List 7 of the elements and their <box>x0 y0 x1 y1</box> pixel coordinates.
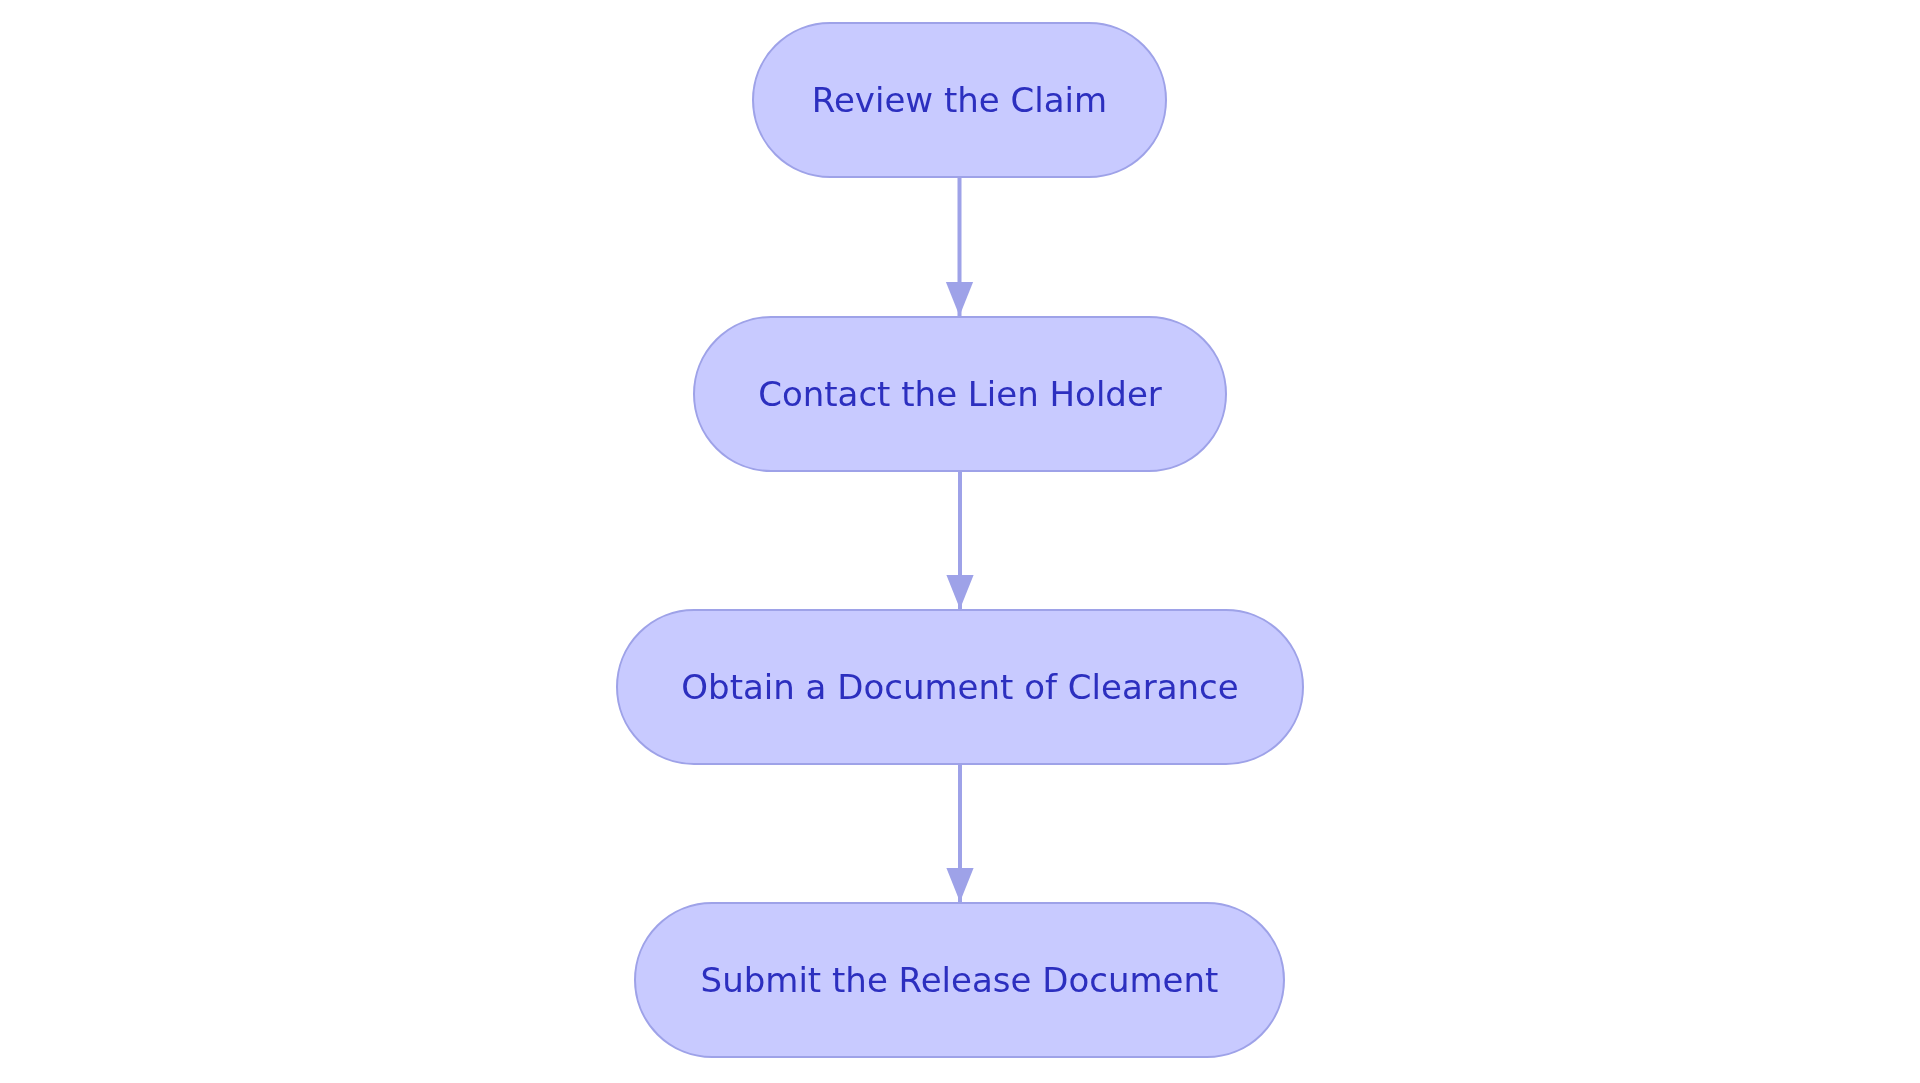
arrow <box>946 765 974 902</box>
step-label: Review the Claim <box>811 80 1108 120</box>
step-label: Obtain a Document of Clearance <box>681 667 1239 707</box>
step-label: Contact the Lien Holder <box>758 374 1162 414</box>
arrow <box>946 472 974 609</box>
arrow <box>945 178 974 316</box>
step-label: Submit the Release Document <box>700 960 1219 1000</box>
